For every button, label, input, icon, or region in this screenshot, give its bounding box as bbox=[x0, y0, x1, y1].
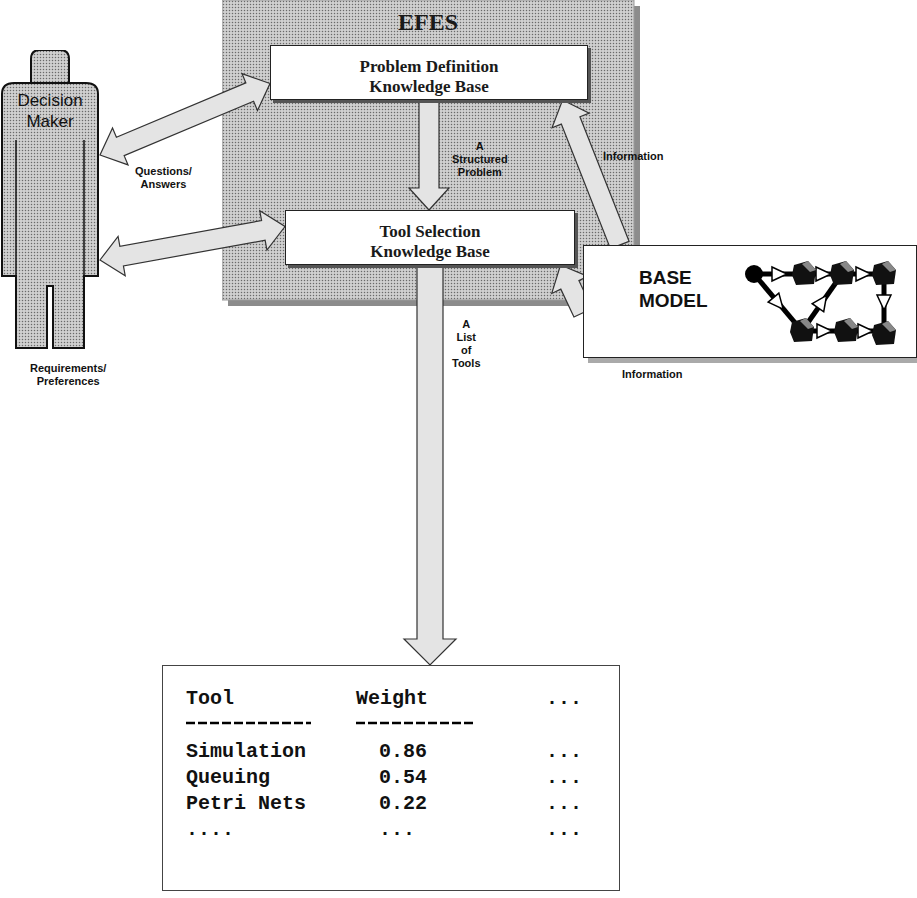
flow-arrow bbox=[100, 211, 285, 276]
box-label: Tool Selection Knowledge Base bbox=[355, 214, 505, 262]
box-label: Problem Definition Knowledge Base bbox=[342, 49, 517, 97]
person-arm bbox=[15, 140, 17, 276]
decision-maker-figure: Decision Maker bbox=[0, 50, 100, 350]
box-label: BASE MODEL bbox=[639, 266, 734, 312]
header-rule bbox=[356, 722, 476, 725]
arrow-label: A Structured Problem bbox=[452, 140, 508, 179]
band-title: EFES bbox=[222, 0, 634, 36]
table-header: Weight bbox=[356, 686, 546, 712]
table-cell: ... bbox=[356, 817, 546, 843]
table-cell: .... bbox=[186, 817, 356, 843]
flow-network-illustration bbox=[584, 246, 915, 356]
arrow-label: Information bbox=[622, 368, 683, 381]
system-band: EFES Problem Definition Knowledge BaseToo… bbox=[222, 0, 634, 300]
table-cell: ... bbox=[546, 739, 606, 765]
table-cell: ... bbox=[546, 765, 606, 791]
base-model-box: BASE MODEL bbox=[583, 245, 917, 358]
tool-list-table: ToolWeight...Simulation0.86...Queuing0.5… bbox=[162, 665, 620, 891]
table-header: Tool bbox=[186, 686, 356, 712]
table-cell: ... bbox=[546, 791, 606, 817]
person-head bbox=[31, 50, 69, 83]
knowledge-base-box: Problem Definition Knowledge Base bbox=[270, 45, 588, 100]
arrow-label: Questions/ Answers bbox=[135, 165, 192, 191]
knowledge-base-box: Tool Selection Knowledge Base bbox=[285, 210, 575, 265]
band-ground bbox=[222, 0, 634, 300]
table-header: ... bbox=[546, 686, 606, 712]
table-cell: Queuing bbox=[186, 765, 356, 791]
flow-arrow bbox=[404, 265, 456, 665]
network-links bbox=[754, 274, 884, 331]
table-cell: 0.22 bbox=[356, 791, 546, 817]
arrow-label: A List of Tools bbox=[452, 318, 481, 370]
table-cell: Petri Nets bbox=[186, 791, 356, 817]
source-node bbox=[745, 265, 763, 283]
flow-arrow bbox=[100, 74, 270, 165]
table-cell: Simulation bbox=[186, 739, 356, 765]
table-cell: ... bbox=[546, 817, 606, 843]
person-body bbox=[2, 83, 98, 348]
figure-label: Decision Maker bbox=[6, 90, 94, 132]
arrow-label: Requirements/ Preferences bbox=[30, 362, 106, 388]
flow-triangles bbox=[768, 267, 891, 338]
table-cell: 0.86 bbox=[356, 739, 546, 765]
machine-symbols bbox=[790, 261, 896, 345]
header-rule bbox=[186, 722, 311, 725]
table-cell: 0.54 bbox=[356, 765, 546, 791]
arrow-label: Information bbox=[603, 150, 664, 163]
flow-arrow bbox=[409, 100, 449, 210]
person-arm bbox=[83, 140, 85, 276]
